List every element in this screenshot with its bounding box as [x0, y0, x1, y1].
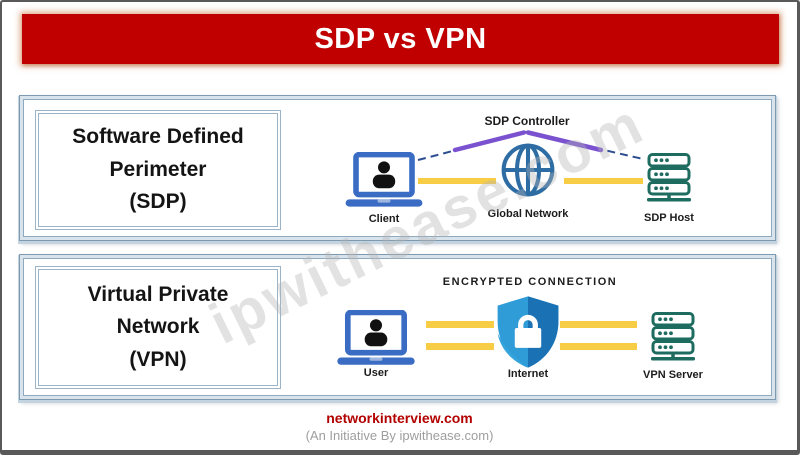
footer: networkinterview.com (An Initiative By i…	[2, 410, 797, 443]
vpn-connectors	[426, 321, 637, 350]
yellow-link-globe-host	[564, 178, 643, 184]
purple-controller-link-right	[525, 130, 604, 153]
page-title: SDP vs VPN	[314, 22, 487, 55]
footer-site-link[interactable]: networkinterview.com	[326, 410, 473, 426]
sdp-controller-label: SDP Controller	[484, 114, 570, 128]
yellow-tunnel-right-bottom	[560, 343, 637, 350]
client-label: Client	[368, 213, 400, 225]
sdp-title-box: Software Defined Perimeter (SDP)	[35, 110, 281, 230]
global-network-label: Global Network	[487, 208, 569, 220]
sdp-panel: Software Defined Perimeter (SDP) SDP Con…	[19, 95, 776, 241]
sdp-title-text: Software Defined Perimeter (SDP)	[72, 121, 244, 219]
vpn-title-box: Virtual Private Network (VPN)	[35, 266, 281, 389]
laptop-user-icon	[337, 310, 415, 365]
vpn-server-label: VPN Server	[643, 369, 703, 381]
laptop-user-icon	[345, 152, 423, 207]
sdp-title-line1: Software Defined	[72, 125, 244, 149]
yellow-tunnel-left-bottom	[426, 343, 494, 350]
yellow-tunnel-right-top	[560, 321, 637, 328]
shield-lock-icon	[497, 296, 559, 368]
encrypted-connection-label: ENCRYPTED CONNECTION	[442, 276, 618, 288]
title-banner: SDP vs VPN	[22, 14, 779, 64]
internet-label: Internet	[507, 368, 549, 380]
sdp-title-line3: (SDP)	[129, 190, 187, 214]
sdp-host-label: SDP Host	[644, 212, 694, 224]
sdp-title-line2: Perimeter	[109, 157, 207, 181]
yellow-link-client-globe	[418, 178, 496, 184]
sdp-connectors	[417, 130, 644, 184]
user-label: User	[363, 367, 389, 379]
vpn-title-text: Virtual Private Network (VPN)	[88, 279, 229, 377]
vpn-title-line2: Network	[116, 315, 200, 339]
footer-initiative-text: (An Initiative By ipwithease.com)	[305, 428, 494, 443]
vpn-panel: Virtual Private Network (VPN) ENCRYPTED …	[19, 254, 776, 400]
server-icon	[651, 312, 695, 361]
server-icon	[647, 153, 691, 202]
purple-controller-link-left	[452, 130, 527, 153]
globe-icon	[501, 143, 555, 197]
vpn-title-line1: Virtual Private	[87, 282, 229, 306]
yellow-tunnel-left-top	[426, 321, 494, 328]
vpn-title-line3: (VPN)	[129, 347, 187, 371]
